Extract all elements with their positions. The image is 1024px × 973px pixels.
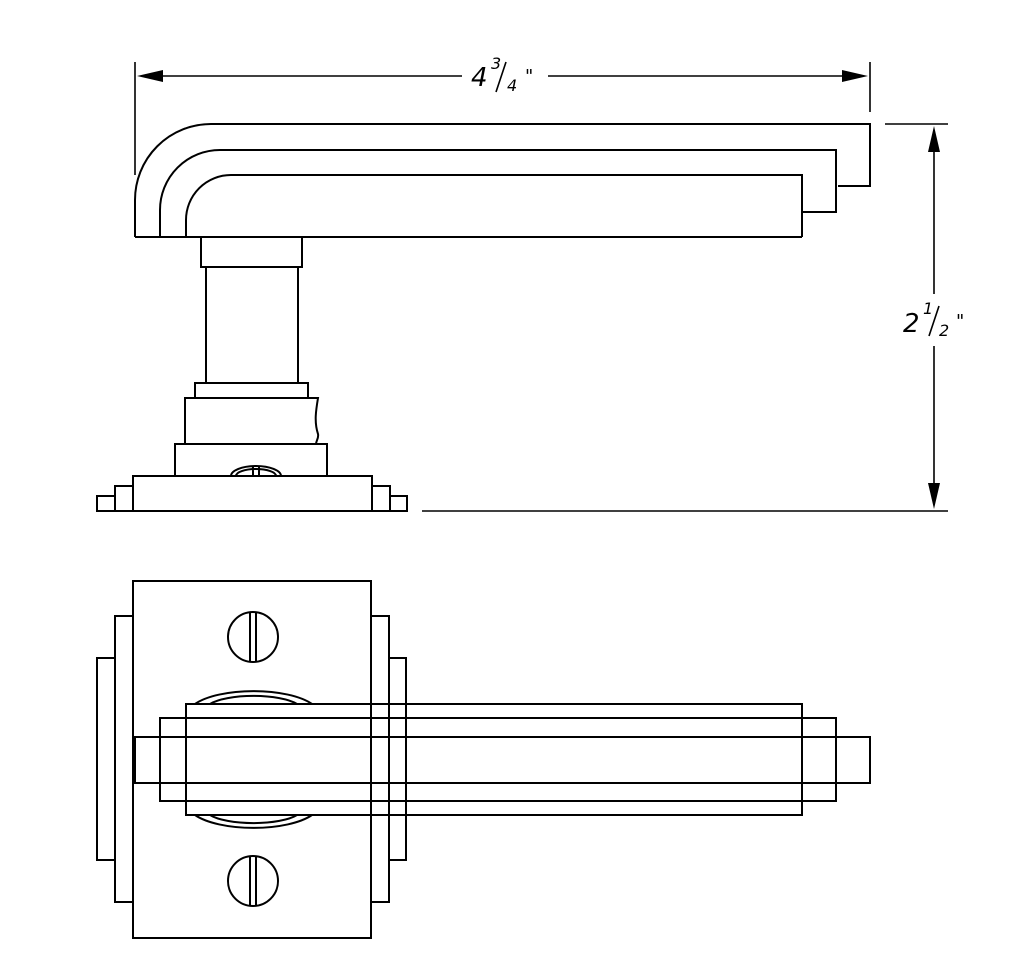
- rose-plate: [132, 475, 373, 512]
- plate-step-right: [371, 485, 391, 512]
- width-label-denominator: 4: [507, 76, 517, 95]
- neck-shaft: [205, 266, 299, 384]
- width-label-whole: 4: [471, 63, 488, 93]
- neck-ring-bottom: [194, 814, 313, 829]
- front-plate-flange-left: [96, 657, 116, 861]
- lever-inner-step: [185, 174, 803, 237]
- neck-ring: [194, 382, 309, 399]
- height-label-unit: ": [956, 311, 964, 332]
- lever-outer-step: [134, 123, 871, 237]
- plate-flange-right: [389, 495, 408, 512]
- height-arrow-bottom: [928, 483, 940, 509]
- width-arrow-right: [842, 70, 868, 82]
- front-screw-bottom: [227, 855, 279, 907]
- side-view: [96, 123, 871, 512]
- neck-ring-top: [194, 690, 313, 705]
- front-plate-step-left: [114, 615, 134, 903]
- height-fraction-slash: [928, 305, 940, 337]
- front-plate-step-right: [370, 615, 390, 903]
- height-label-denominator: 2: [939, 321, 949, 340]
- width-arrow-left: [137, 70, 163, 82]
- height-dimension: 2 1 2 ": [422, 123, 964, 512]
- front-lever-middle-layer: [159, 717, 837, 802]
- plate-step-left: [114, 485, 134, 512]
- front-rose-plate: [132, 580, 372, 939]
- side-screw-head: [230, 465, 282, 477]
- front-lever-top-layer: [134, 736, 871, 784]
- front-plate-flange-right: [388, 657, 407, 861]
- width-label: 4 3 4 ": [471, 54, 533, 95]
- plate-flange-left: [96, 495, 116, 512]
- height-label-whole: 2: [903, 309, 920, 339]
- lever-middle-step: [159, 149, 837, 237]
- height-arrow-top: [928, 126, 940, 152]
- width-label-unit: ": [525, 66, 533, 87]
- width-dimension: 4 3 4 ": [134, 54, 871, 175]
- neck-collar: [200, 236, 303, 268]
- height-label-numerator: 1: [923, 299, 933, 318]
- base-upper-block: [184, 397, 320, 445]
- screw-head-bottom: [227, 855, 279, 907]
- base-lower-block: [174, 443, 328, 477]
- front-view: [96, 580, 871, 939]
- front-screw-top: [227, 611, 279, 663]
- front-lever-back-layer: [185, 703, 803, 816]
- width-label-numerator: 3: [491, 54, 501, 73]
- screw-head-top: [227, 611, 279, 663]
- width-fraction-slash: [495, 61, 507, 93]
- height-label: 2 1 2 ": [903, 299, 964, 340]
